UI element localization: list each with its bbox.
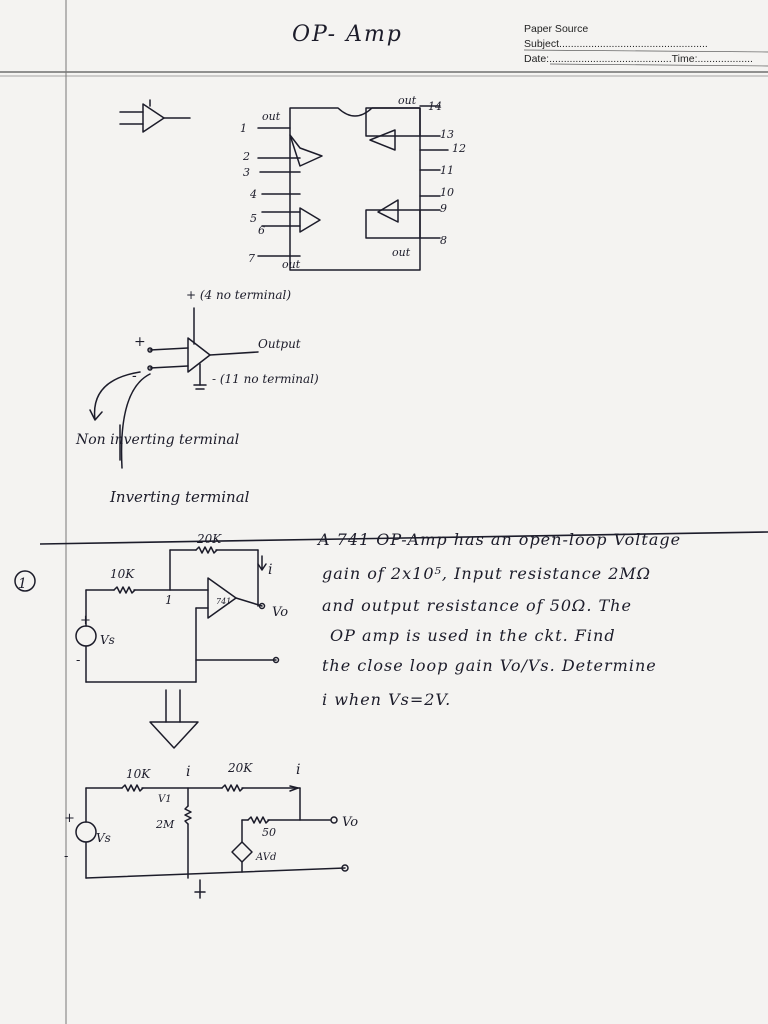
ic-pin-3: 3 bbox=[243, 166, 250, 179]
ic-pin-7: 7 bbox=[248, 252, 255, 265]
problem-line-5: the close loop gain Vo/Vs. Determine bbox=[322, 656, 657, 675]
ic-pin-1: 1 bbox=[240, 122, 247, 135]
plus-terminal-label: + (4 no terminal) bbox=[186, 288, 292, 302]
ic-out-label-top-left: out bbox=[262, 110, 281, 123]
problem-line-2: gain of 2x10⁵, Input resistance 2MΩ bbox=[322, 564, 652, 583]
problem-number: 1 bbox=[18, 576, 27, 592]
circuit2-v1: V1 bbox=[158, 794, 172, 805]
date-time-field: Date:...................................… bbox=[524, 53, 753, 65]
circuit2-r-in: 2M bbox=[155, 818, 175, 831]
circuit1-vs: Vs bbox=[100, 633, 115, 647]
circuit1-r-input: 10K bbox=[110, 567, 135, 581]
circuit2-vs-plus: + bbox=[64, 811, 75, 826]
problem-line-3: and output resistance of 50Ω. The bbox=[322, 596, 632, 615]
transform-arrow bbox=[149, 689, 199, 749]
ic-pin-9: 9 bbox=[440, 202, 447, 215]
ic-out-label-top-right: out bbox=[398, 94, 417, 107]
circuit-1 bbox=[14, 546, 280, 683]
circuit2-vs-minus: - bbox=[64, 849, 68, 864]
ic-out-label-bottom-left: out bbox=[282, 258, 301, 271]
circuit2-current-right: i bbox=[296, 762, 300, 778]
header-fields: Paper Source Subject....................… bbox=[524, 22, 768, 67]
circuit1-node-1: 1 bbox=[165, 593, 173, 607]
circuit1-vs-plus: + bbox=[80, 613, 91, 628]
ic-pin-8: 8 bbox=[440, 234, 447, 247]
problem-line-1: A 741 OP-Amp has an open-loop Voltage bbox=[318, 530, 682, 549]
plus-sign-label: + bbox=[134, 334, 146, 350]
paper-source-label: Paper Source bbox=[524, 23, 589, 35]
output-label: Output bbox=[258, 337, 301, 351]
page-title: OP- Amp bbox=[292, 22, 403, 47]
ic-pin-14: 14 bbox=[428, 100, 442, 113]
circuit1-chip: 741 bbox=[216, 597, 231, 606]
ic-pin-11: 11 bbox=[440, 164, 454, 177]
subject-field: Subject.................................… bbox=[524, 38, 708, 50]
circuit2-vo: Vo bbox=[342, 815, 358, 830]
opamp-symbol-small bbox=[119, 99, 191, 133]
problem-line-4: OP amp is used in the ckt. Find bbox=[330, 626, 616, 645]
opamp-terminal-diagram: + - bbox=[89, 307, 259, 469]
ic-pin-5: 5 bbox=[250, 212, 257, 225]
ic-pin-12: 12 bbox=[452, 142, 466, 155]
circuit2-vs: Vs bbox=[96, 831, 111, 845]
ic-package-diagram: out out out out 1 2 3 4 5 6 7 14 13 12 1… bbox=[240, 94, 466, 271]
circuit2-r-feedback: 20K bbox=[227, 761, 253, 775]
circuit2-dep-source: AVd bbox=[255, 852, 276, 863]
circuit2-r-out: 50 bbox=[262, 826, 276, 839]
problem-line-6: i when Vs=2V. bbox=[322, 690, 452, 709]
circuit2-r-input: 10K bbox=[126, 767, 151, 781]
circuit1-r-feedback: 20K bbox=[196, 532, 222, 546]
circuit1-vo: Vo bbox=[272, 605, 288, 620]
ic-pin-10: 10 bbox=[440, 186, 454, 199]
ic-pin-13: 13 bbox=[440, 128, 454, 141]
ic-out-label-bottom-right: out bbox=[392, 246, 411, 259]
section-divider bbox=[39, 531, 768, 545]
circuit1-current: i bbox=[268, 562, 272, 578]
ic-pin-4: 4 bbox=[249, 188, 257, 201]
minus-terminal-label: - (11 no terminal) bbox=[212, 372, 319, 386]
minus-sign-label: - bbox=[132, 368, 137, 384]
ic-pin-2: 2 bbox=[242, 150, 250, 163]
noninverting-terminal-label: Non inverting terminal bbox=[76, 432, 240, 448]
ic-pin-6: 6 bbox=[258, 224, 265, 237]
circuit2-current-left: i bbox=[186, 764, 190, 780]
date-rule bbox=[549, 63, 768, 67]
subject-rule bbox=[523, 49, 768, 53]
inverting-terminal-label: Inverting terminal bbox=[110, 488, 250, 506]
circuit-2 bbox=[75, 784, 349, 899]
circuit1-vs-minus: - bbox=[76, 653, 80, 668]
